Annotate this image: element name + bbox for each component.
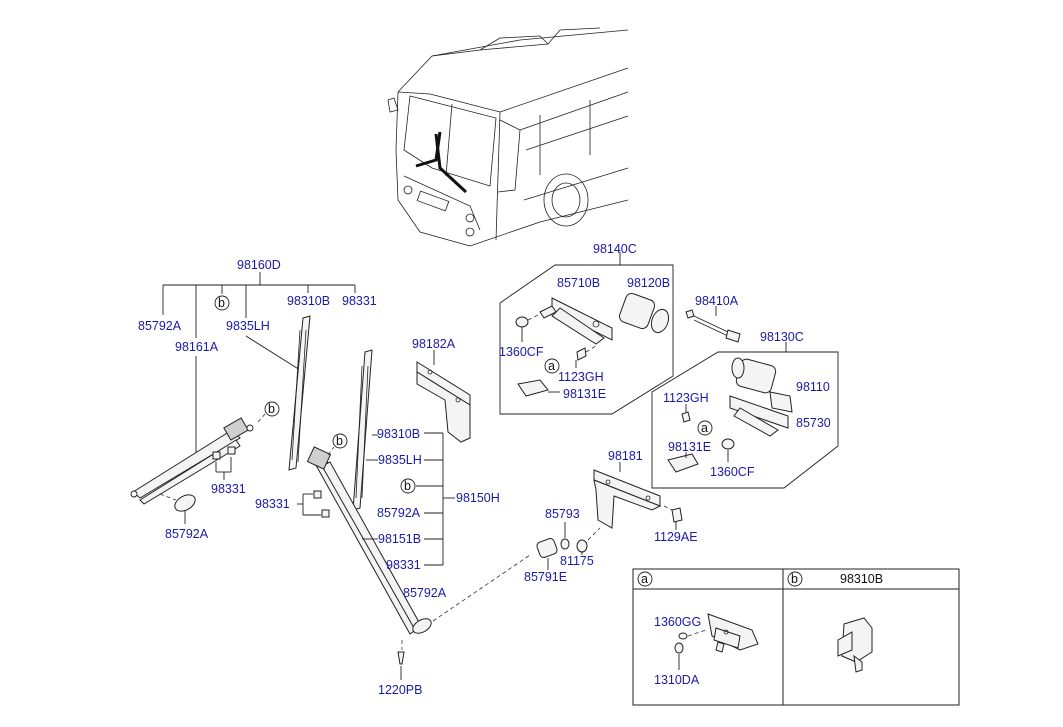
legend-b-part — [837, 617, 873, 673]
motor-98140C — [539, 292, 670, 345]
label-98181: 98181 — [608, 449, 643, 463]
label-98331-top: 98331 — [342, 294, 377, 308]
label-98161A: 98161A — [175, 340, 219, 354]
label-1220PB: 1220PB — [378, 683, 422, 697]
label-98131E-right: 98131E — [668, 440, 711, 454]
label-85710B: 85710B — [557, 276, 600, 290]
washer-81175 — [576, 539, 588, 553]
nut-mid-1 — [313, 490, 322, 499]
nut-left-2 — [227, 446, 236, 455]
left-wiper-blade — [288, 315, 311, 471]
cap-85792A-left — [174, 494, 196, 512]
rod-98410A — [685, 309, 741, 343]
label-85791E: 85791E — [524, 570, 567, 584]
screw-1220PB — [397, 651, 405, 665]
marker-b-left — [264, 401, 280, 417]
marker-letters: b b b b b a a a b 98310B — [214, 295, 883, 586]
marker-b-text-tree: b — [404, 479, 411, 493]
label-98182A: 98182A — [412, 337, 456, 351]
washer-1360CF-top — [515, 316, 529, 328]
marker-b-tree — [400, 478, 416, 494]
marker-b-text-mid: b — [336, 434, 343, 448]
label-1360CF-right: 1360CF — [710, 465, 755, 479]
cover-98131E-top — [517, 379, 549, 397]
label-98331-left: 98331 — [211, 482, 246, 496]
legend-a-part — [674, 613, 759, 670]
label-98160D: 98160D — [237, 258, 281, 272]
left-wiper-tree — [162, 272, 356, 470]
marker-b-mid — [332, 433, 348, 449]
middle-wiper-tree — [362, 432, 455, 566]
label-98331-low: 98331 — [386, 558, 421, 572]
label-1360GG: 1360GG — [654, 615, 701, 629]
marker-b-top — [214, 295, 230, 311]
screw-1129AE — [671, 507, 683, 523]
legend-b-header: b — [791, 572, 798, 586]
bushing-85791E — [536, 538, 558, 558]
marker-a-text-right: a — [701, 421, 708, 435]
label-85730: 85730 — [796, 416, 831, 430]
marker-a-right — [697, 420, 713, 436]
label-98151B: 98151B — [378, 532, 421, 546]
motor-assembly-98130C-box — [651, 342, 839, 489]
label-1129AE: 1129AE — [654, 530, 698, 544]
label-98150H: 98150H — [456, 491, 500, 505]
label-98140C: 98140C — [593, 242, 637, 256]
cover-98131E-right — [667, 453, 699, 473]
marker-a-top — [544, 358, 560, 374]
label-1310DA: 1310DA — [654, 673, 700, 687]
motor-98130C — [729, 357, 793, 437]
bolt-1123GH-top — [576, 347, 587, 361]
label-98331-mid: 98331 — [255, 497, 290, 511]
legend-b-part-number: 98310B — [840, 572, 883, 586]
motor-assembly-98140C-box — [499, 252, 674, 415]
marker-a-text-top: a — [548, 359, 555, 373]
bolt-1123GH-right — [681, 411, 691, 423]
washer-85793 — [560, 538, 570, 550]
label-85792A-left: 85792A — [165, 527, 209, 541]
label-85792A-top: 85792A — [138, 319, 182, 333]
nut-left-1 — [212, 451, 221, 460]
label-9835LH-top: 9835LH — [226, 319, 270, 333]
label-85792A-low: 85792A — [403, 586, 447, 600]
label-85793: 85793 — [545, 507, 580, 521]
label-1360CF-top: 1360CF — [499, 345, 544, 359]
label-98130C: 98130C — [760, 330, 804, 344]
label-98120B: 98120B — [627, 276, 670, 290]
label-1123GH-top: 1123GH — [558, 370, 604, 384]
marker-b-text-top-overlay: b — [218, 296, 225, 310]
label-98110: 98110 — [796, 380, 830, 394]
middle-wiper-blade — [352, 349, 373, 511]
marker-b-text-left: b — [268, 402, 275, 416]
washer-1360CF-right — [721, 438, 735, 450]
bus-illustration — [387, 27, 629, 247]
label-85792A-mid: 85792A — [377, 506, 421, 520]
label-98131E-top: 98131E — [563, 387, 606, 401]
bracket-98182A — [416, 361, 471, 443]
label-98310B-top: 98310B — [287, 294, 330, 308]
nut-mid-2 — [321, 509, 330, 518]
label-98410A: 98410A — [695, 294, 739, 308]
legend-a-header: a — [641, 572, 648, 586]
label-1123GH-right: 1123GH — [663, 391, 709, 405]
label-9835LH-mid: 9835LH — [378, 453, 422, 467]
middle-wiper-arm — [306, 446, 432, 635]
label-98310B-mid: 98310B — [377, 427, 420, 441]
label-81175: 81175 — [560, 554, 594, 568]
part-labels: 98160D 85792A 98161A 9835LH 98310B 98331… — [138, 242, 831, 697]
bracket-98181 — [593, 469, 662, 529]
